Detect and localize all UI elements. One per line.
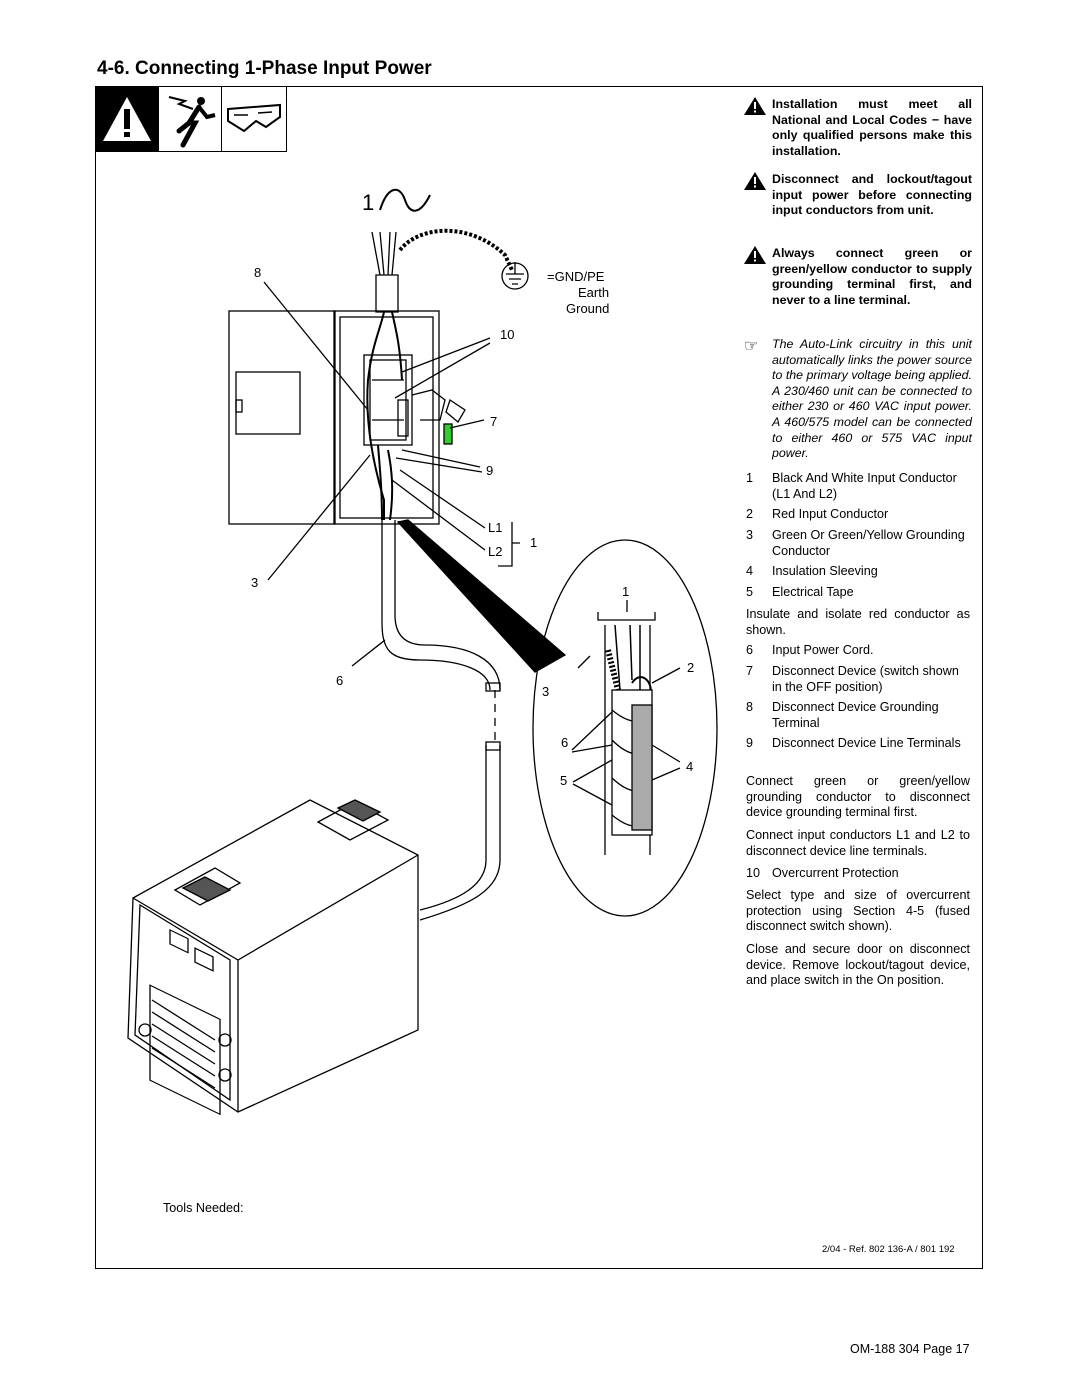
pointing-hand-icon: ☞ (744, 338, 759, 355)
close-paragraph: Close and secure door on disconnect devi… (746, 942, 970, 988)
callout-3-b: 3 (542, 684, 550, 699)
incoming-conductors (371, 231, 397, 276)
callout-2: 2 (687, 660, 695, 675)
callout-5: 5 (560, 773, 568, 788)
detail-zoom-ellipse (532, 539, 718, 917)
switch-handle-green (443, 423, 453, 445)
l1-label: L1 (488, 520, 503, 535)
power-cord (381, 520, 491, 691)
safety-glasses-icon (221, 86, 287, 152)
ground-cable (398, 228, 514, 271)
page-footer: OM-188 304 Page 17 (850, 1342, 970, 1356)
callout-10: 10 (500, 327, 515, 342)
section-title: 4-6. Connecting 1-Phase Input Power (97, 58, 432, 79)
warning-triangle-icon (744, 172, 766, 190)
electric-shock-icon (158, 86, 222, 152)
callout-3-a: 3 (251, 575, 259, 590)
gnd-pe-label: =GND/PE (547, 269, 605, 284)
connection-diagram (127, 188, 718, 1116)
connect-ground-paragraph: Connect green or green/yellow grounding … (746, 774, 970, 820)
reference-number: 2/04 - Ref. 802 136-A / 801 192 (822, 1244, 955, 1255)
warning-lockout: Disconnect and lockout/tagout input powe… (744, 172, 972, 219)
content-frame (95, 86, 983, 1269)
ac-sine-symbol (379, 188, 431, 212)
warning-triangle-icon (744, 246, 766, 264)
callout-7: 7 (490, 414, 498, 429)
earth-label: Earth (578, 285, 610, 300)
insulate-paragraph: Insulate and isolate red conductor as sh… (746, 607, 970, 637)
callout-1-b: 1 (622, 584, 630, 599)
connect-lines-paragraph: Connect input conductors L1 and L2 to di… (746, 828, 970, 858)
callout-9: 9 (486, 463, 494, 478)
callout-1-a: 1 (530, 535, 538, 550)
callout-4: 4 (686, 759, 694, 774)
l2-label: L2 (488, 544, 503, 559)
callout-6-a: 6 (336, 673, 344, 688)
tools-needed-label: Tools Needed: (163, 1201, 244, 1215)
phase-number-label: 1 (362, 190, 375, 215)
warning-ground: Always connect green or green/yellow con… (744, 246, 972, 308)
disconnect-box (333, 310, 440, 525)
disconnect-door (228, 310, 336, 525)
warning-codes: Installation must meet all National and … (744, 97, 972, 159)
warning-triangle-icon (744, 97, 766, 115)
callout-8: 8 (254, 265, 262, 280)
select-paragraph: Select type and size of overcurrent prot… (746, 888, 970, 934)
welding-power-source-illustration (127, 799, 419, 1116)
auto-link-note: ☞ The Auto-Link circuitry in this unit a… (744, 337, 972, 461)
warning-icon (95, 86, 159, 152)
callout-6-b: 6 (561, 735, 569, 750)
ground-label: Ground (566, 301, 610, 316)
